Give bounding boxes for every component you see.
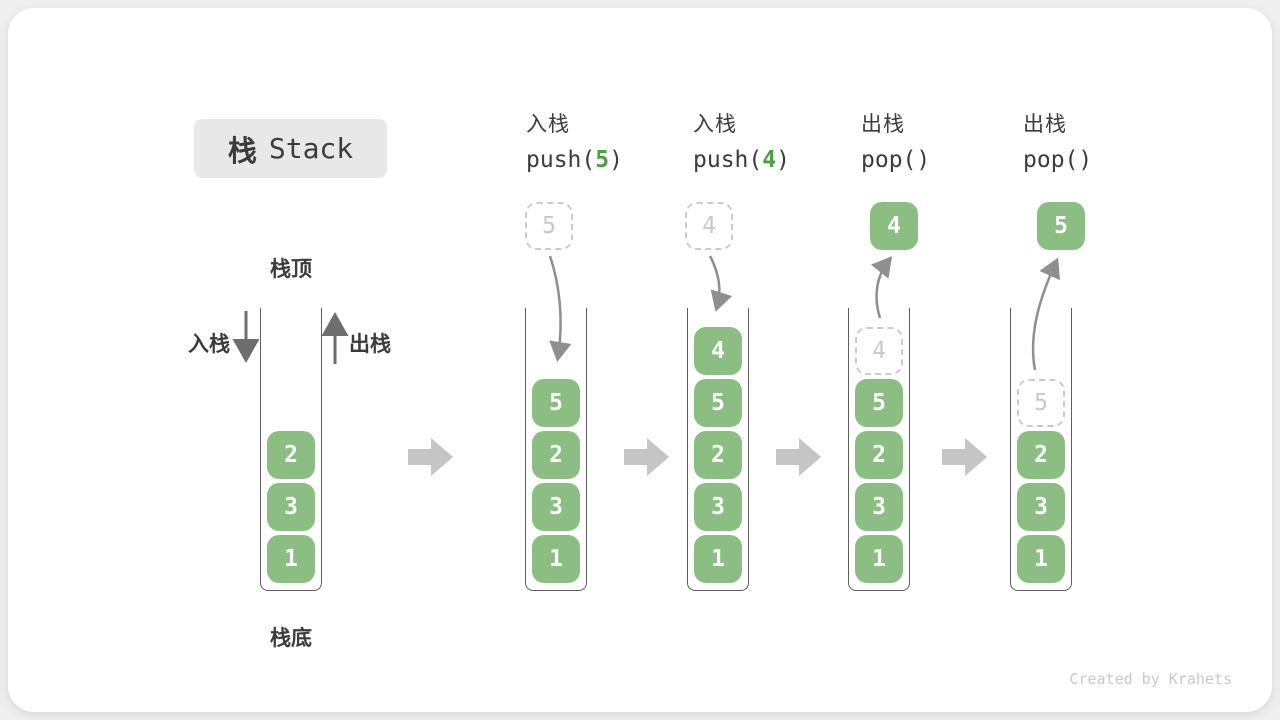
stack-item: 5 xyxy=(694,379,742,427)
op-code-pre: push( xyxy=(526,147,596,173)
stack-item: 3 xyxy=(694,483,742,531)
op-name: 入栈 xyxy=(693,113,737,136)
op-code-post: ) xyxy=(776,147,790,173)
stage-transition-arrow xyxy=(776,438,821,476)
push-direction-label: 入栈 xyxy=(188,333,230,356)
op-name: 入栈 xyxy=(526,113,570,136)
stack-bottom-label: 栈底 xyxy=(270,627,312,650)
diagram-card: 栈 Stack 栈顶 栈底 入栈 出栈 入栈 push(5) 入栈 push(4… xyxy=(8,8,1272,712)
diagram-title: 栈 Stack xyxy=(194,119,387,178)
op-code-post: ) xyxy=(609,147,623,173)
op-label-push-5: 入栈 push(5) xyxy=(526,112,623,173)
stack-item: 2 xyxy=(694,431,742,479)
stack-item: 3 xyxy=(855,483,903,531)
op-code: pop() xyxy=(861,147,930,173)
stage-transition-arrow xyxy=(942,438,987,476)
stack-item: 2 xyxy=(1017,431,1065,479)
stack-item-removed: 5 xyxy=(1017,379,1065,427)
stage-transition-arrow xyxy=(408,438,453,476)
stack-item: 5 xyxy=(532,379,580,427)
popped-value-box: 5 xyxy=(1037,202,1085,250)
stack-item: 1 xyxy=(1017,535,1065,583)
push-4-arrow xyxy=(708,255,733,312)
pushed-value-box: 4 xyxy=(685,202,733,250)
stack-item: 1 xyxy=(855,535,903,583)
stack-item: 1 xyxy=(694,535,742,583)
stack-item: 4 xyxy=(694,327,742,375)
stack-item: 2 xyxy=(267,431,315,479)
stack-item-removed: 4 xyxy=(855,327,903,375)
stage-transition-arrow xyxy=(624,438,669,476)
stack-item: 5 xyxy=(855,379,903,427)
pop-direction-label: 出栈 xyxy=(349,333,391,356)
stack-item: 1 xyxy=(267,535,315,583)
op-label-pop-4: 出栈 pop() xyxy=(861,112,930,173)
stack-item: 3 xyxy=(1017,483,1065,531)
op-code-arg: 4 xyxy=(762,147,777,173)
op-code-arg: 5 xyxy=(595,147,610,173)
op-code-pre: push( xyxy=(693,147,763,173)
op-label-pop-5: 出栈 pop() xyxy=(1023,112,1092,173)
stack-item: 3 xyxy=(532,483,580,531)
stack-item: 2 xyxy=(532,431,580,479)
pushed-value-box: 5 xyxy=(525,202,573,250)
stack-item: 2 xyxy=(855,431,903,479)
op-code-pre: pop() xyxy=(1023,147,1093,173)
op-code-pre: pop() xyxy=(861,147,931,173)
op-name: 出栈 xyxy=(1023,113,1067,136)
op-code: pop() xyxy=(1023,147,1092,173)
stack-item: 3 xyxy=(267,483,315,531)
title-cjk: 栈 xyxy=(227,135,257,168)
title-latin: Stack xyxy=(268,132,354,165)
watermark: Created by Krahets xyxy=(1069,670,1232,688)
op-name: 出栈 xyxy=(861,113,905,136)
stack-top-label: 栈顶 xyxy=(270,258,312,281)
op-code: push(4) xyxy=(693,147,790,173)
op-label-push-4: 入栈 push(4) xyxy=(693,112,790,173)
op-code: push(5) xyxy=(526,147,623,173)
popped-value-box: 4 xyxy=(870,202,918,250)
stack-item: 1 xyxy=(532,535,580,583)
